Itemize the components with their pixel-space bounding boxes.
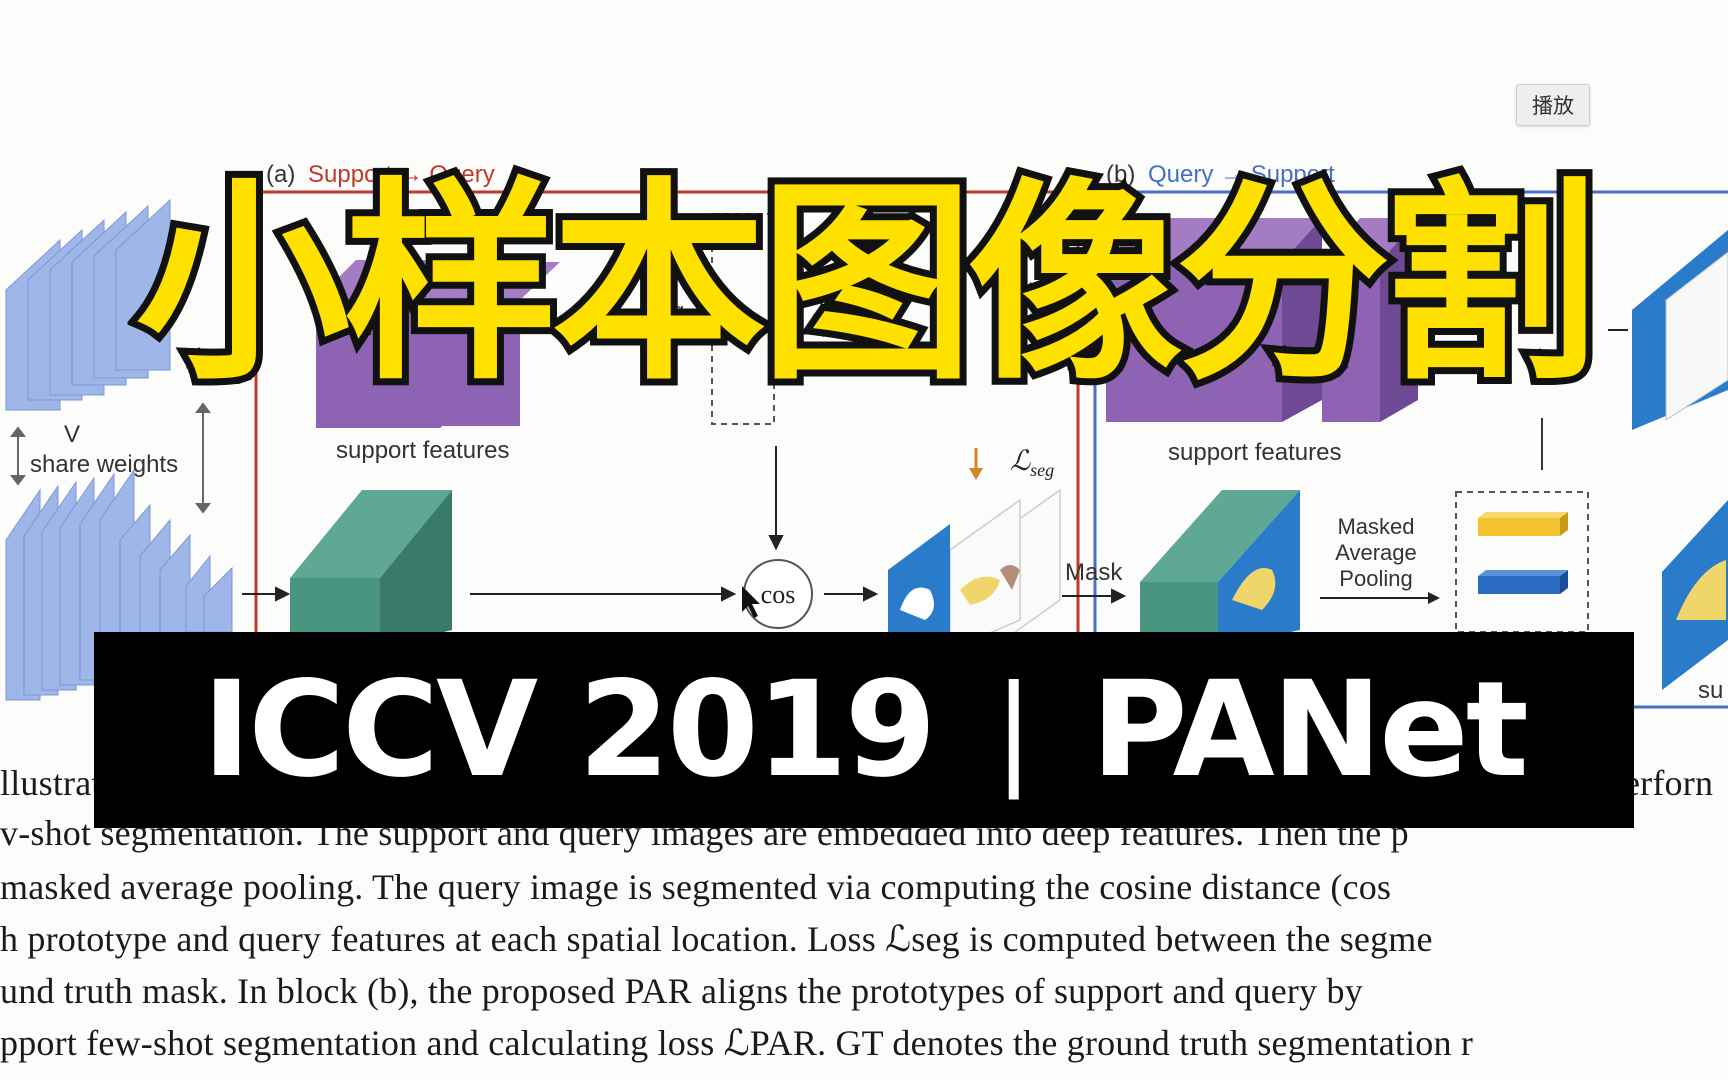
banner-separator: | bbox=[993, 660, 1034, 800]
vgg-partial-label: V bbox=[64, 421, 80, 448]
vgg-stack-bottom bbox=[5, 468, 233, 701]
panel-b-label: (b) Query → Support bbox=[1106, 161, 1335, 188]
prototype-box bbox=[1455, 491, 1589, 633]
masked-average-pooling-label: Masked Average Pooling bbox=[1335, 514, 1417, 591]
support-features-label-a: support features bbox=[336, 437, 509, 464]
support-feature-cube-b bbox=[1106, 218, 1418, 422]
arrows-a bbox=[242, 446, 1127, 604]
panel-a-label: (a) Support → Query bbox=[266, 161, 495, 188]
cos-label: cos bbox=[761, 580, 796, 609]
caption-line: llustrat erforn bbox=[0, 763, 1714, 803]
play-button[interactable]: 播放 bbox=[1516, 84, 1590, 126]
svg-text:Average: Average bbox=[1335, 540, 1417, 565]
svg-text:Masked: Masked bbox=[1337, 514, 1414, 539]
banner-conference: ICCV 2019 bbox=[202, 653, 936, 807]
right-output-masks bbox=[1632, 230, 1728, 690]
partial-su-label: su bbox=[1698, 677, 1723, 704]
mouse-cursor bbox=[742, 586, 760, 618]
caption-line: pport few-shot segmentation and calculat… bbox=[0, 1023, 1474, 1063]
prototype-blue bbox=[1478, 570, 1568, 594]
prediction-masks-a bbox=[888, 488, 1061, 652]
support-features-label-b: support features bbox=[1168, 439, 1341, 466]
svg-text:Pooling: Pooling bbox=[1339, 566, 1412, 591]
prototype-yellow bbox=[1478, 512, 1568, 536]
vgg-stack-top bbox=[5, 198, 171, 411]
pooling-arrowhead bbox=[1428, 592, 1440, 604]
dashed-box-a bbox=[711, 213, 775, 425]
banner-model-name: PANet bbox=[1090, 653, 1529, 807]
query-feature-cube-b bbox=[1140, 490, 1300, 648]
mask-label: Mask bbox=[1065, 559, 1123, 586]
caption-line: h prototype and query features at each s… bbox=[0, 919, 1433, 959]
seg-loss-arrowhead bbox=[969, 468, 983, 480]
support-mask-cube-a bbox=[438, 262, 560, 426]
caption-line: und truth mask. In block (b), the propos… bbox=[0, 971, 1363, 1011]
query-feature-cube-a bbox=[290, 490, 452, 648]
main-title: 小样本图像分割 bbox=[129, 160, 1605, 409]
seg-loss-label: ℒseg bbox=[1010, 446, 1054, 480]
seg-partial-label: g bbox=[672, 298, 684, 323]
share-weights-label: share weights bbox=[30, 451, 178, 478]
share-weights-arrows bbox=[10, 402, 211, 514]
subtitle-banner: ICCV 2019 | PANet bbox=[94, 632, 1634, 828]
caption-line: masked average pooling. The query image … bbox=[0, 867, 1392, 907]
